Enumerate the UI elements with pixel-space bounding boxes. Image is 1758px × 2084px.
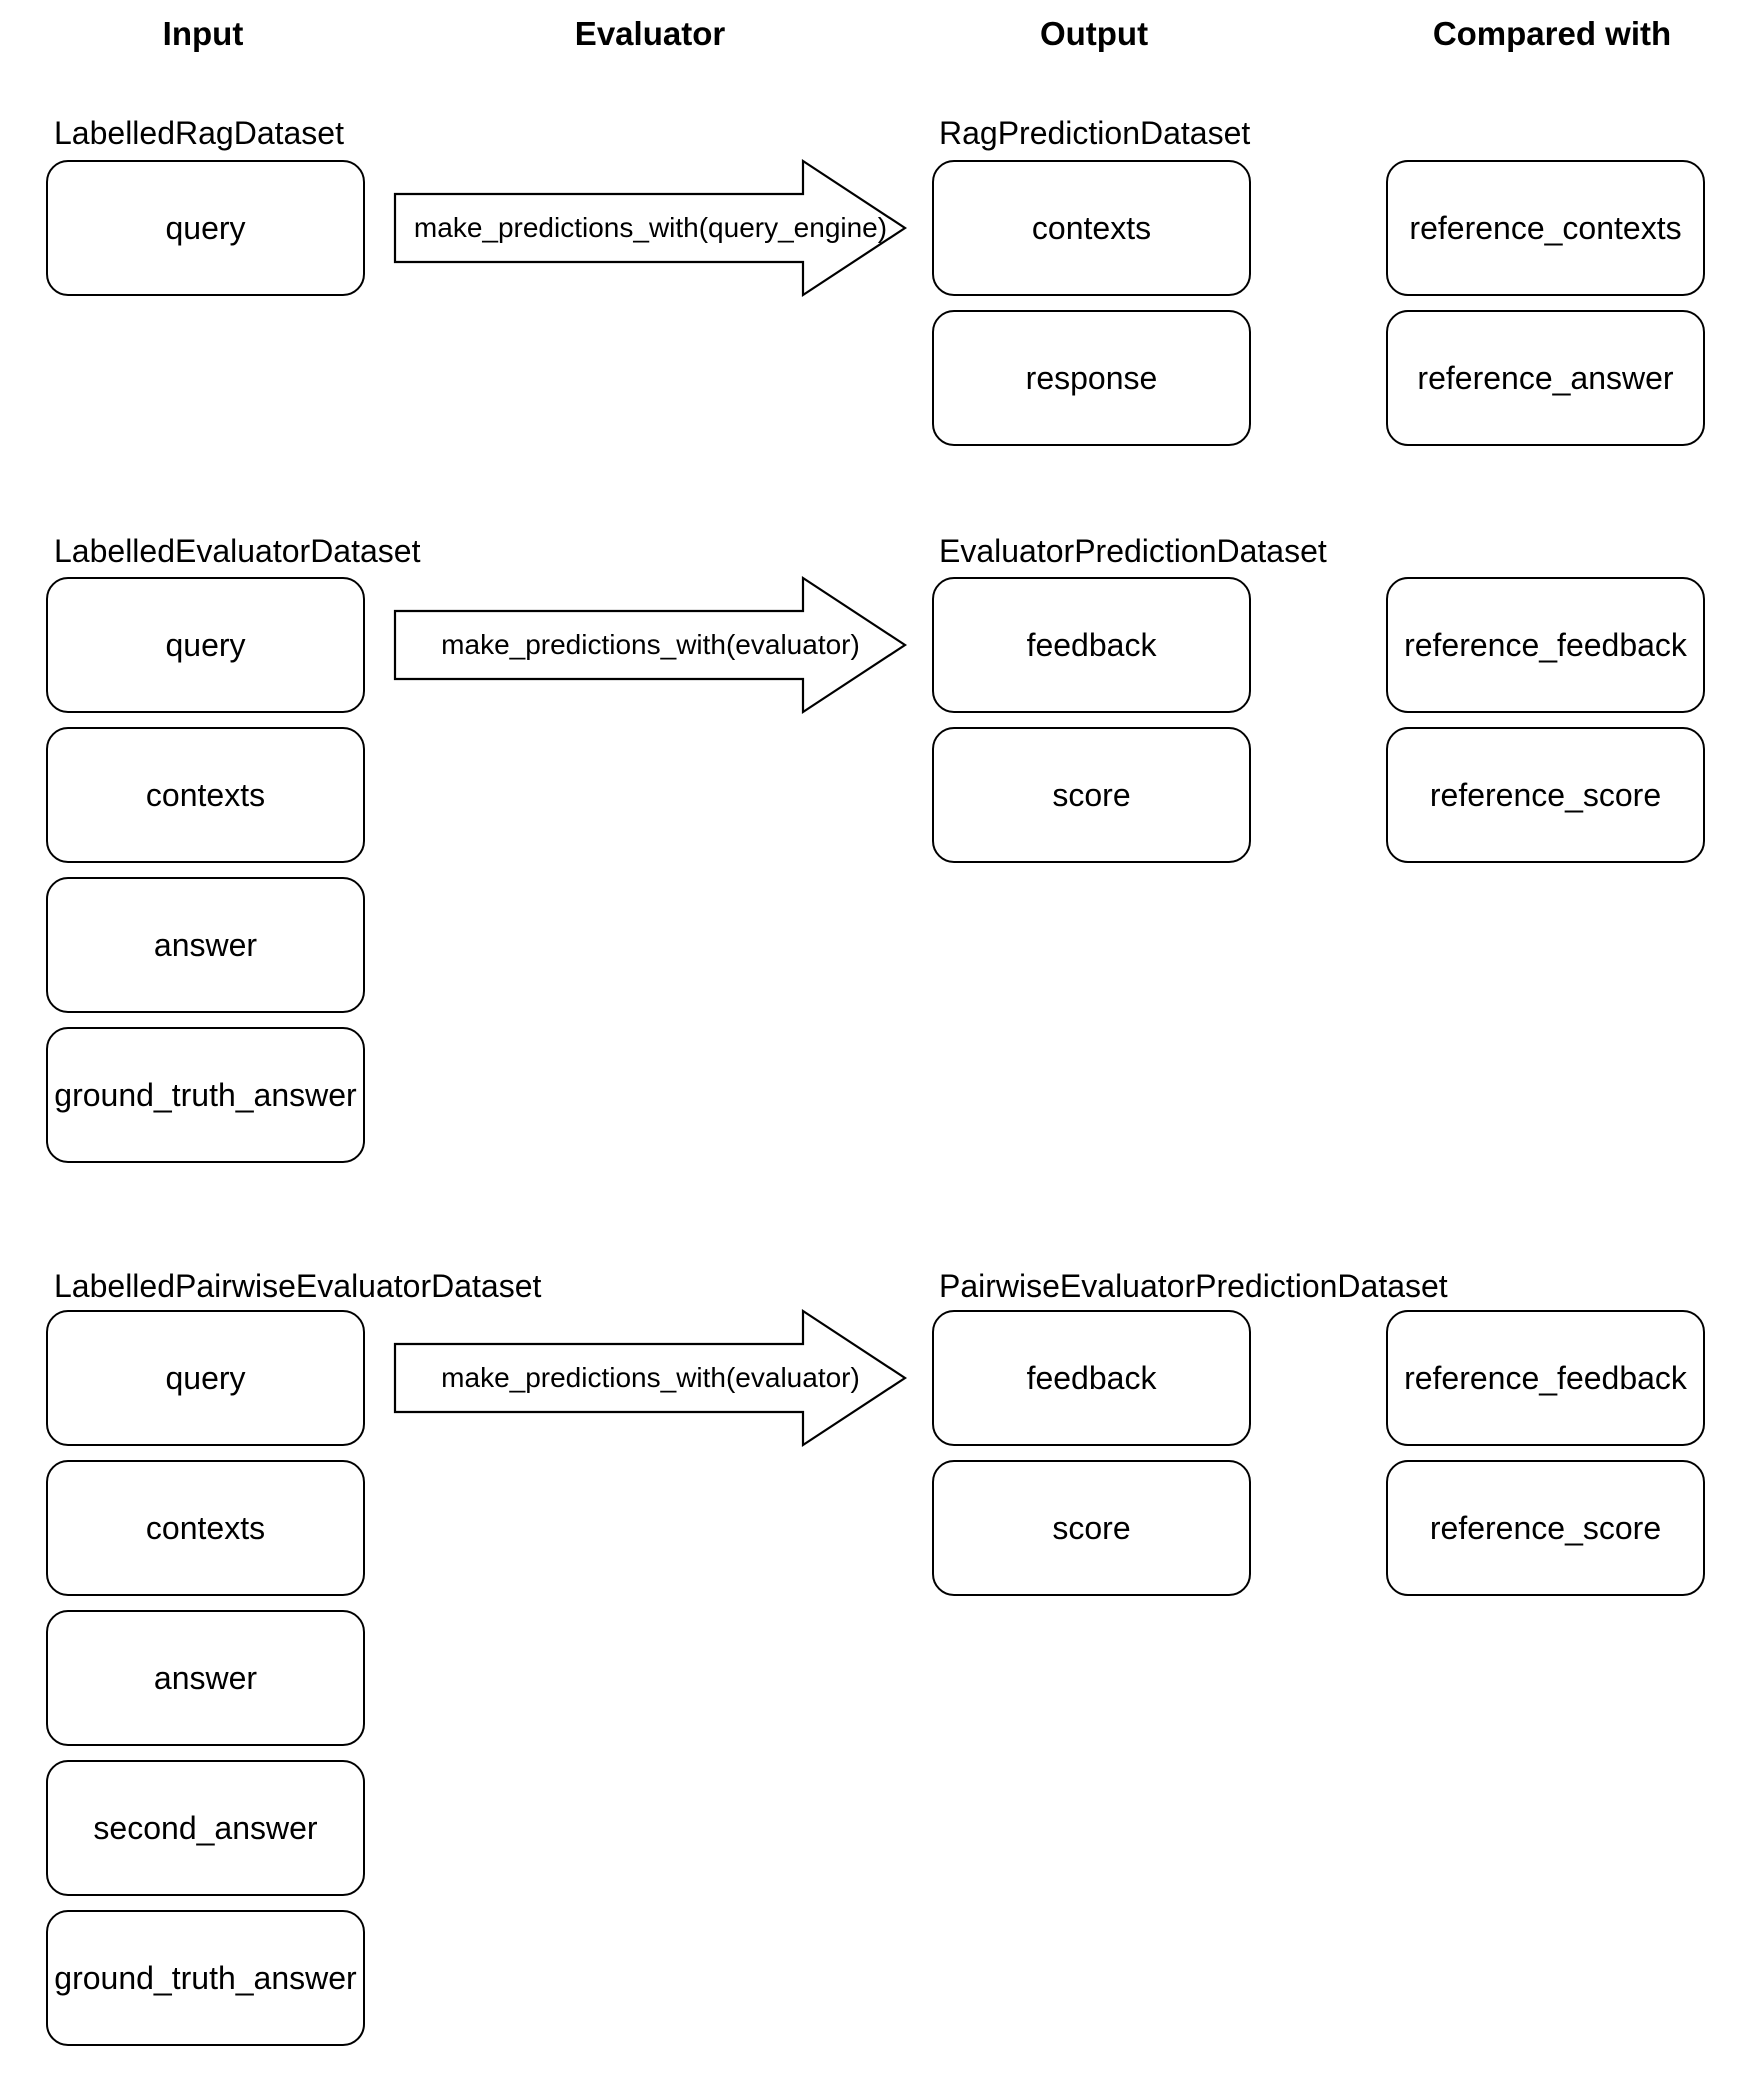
pairwise-box-score: score <box>932 1460 1251 1596</box>
evaluator-box-answer: answer <box>46 877 365 1013</box>
evaluator-box-reference-feedback: reference_feedback <box>1386 577 1705 713</box>
column-header-compared-with: Compared with <box>1432 15 1672 52</box>
rag-box-response: response <box>932 310 1251 446</box>
rag-arrow-label: make_predictions_with(query_engine) <box>413 212 888 243</box>
evaluator-box-feedback: feedback <box>932 577 1251 713</box>
pairwise-box-query: query <box>46 1310 365 1446</box>
pairwise-box-feedback: feedback <box>932 1310 1251 1446</box>
pairwise-box-answer: answer <box>46 1610 365 1746</box>
pairwise-box-reference-feedback: reference_feedback <box>1386 1310 1705 1446</box>
evaluator-box-query: query <box>46 577 365 713</box>
rag-input-dataset-title: LabelledRagDataset <box>54 115 344 151</box>
evaluator-box-score: score <box>932 727 1251 863</box>
evaluator-box-contexts: contexts <box>46 727 365 863</box>
pairwise-box-ground-truth-answer: ground_truth_answer <box>46 1910 365 2046</box>
pairwise-box-reference-score: reference_score <box>1386 1460 1705 1596</box>
column-header-evaluator: Evaluator <box>574 15 726 52</box>
right-block-arrow-icon <box>393 1308 908 1448</box>
evaluator-output-dataset-title: EvaluatorPredictionDataset <box>939 533 1327 569</box>
pairwise-output-dataset-title: PairwiseEvaluatorPredictionDataset <box>939 1268 1448 1304</box>
rag-box-query: query <box>46 160 365 296</box>
evaluator-box-reference-score: reference_score <box>1386 727 1705 863</box>
rag-output-dataset-title: RagPredictionDataset <box>939 115 1251 151</box>
pairwise-box-contexts: contexts <box>46 1460 365 1596</box>
evaluator-box-ground-truth-answer: ground_truth_answer <box>46 1027 365 1163</box>
rag-box-contexts: contexts <box>932 160 1251 296</box>
evaluator-input-dataset-title: LabelledEvaluatorDataset <box>54 533 421 569</box>
rag-box-reference-contexts: reference_contexts <box>1386 160 1705 296</box>
column-header-input: Input <box>162 15 244 52</box>
evaluator-arrow-label: make_predictions_with(evaluator) <box>441 629 860 660</box>
rag-box-reference-answer: reference_answer <box>1386 310 1705 446</box>
column-header-output: Output <box>1039 15 1149 52</box>
pairwise-input-dataset-title: LabelledPairwiseEvaluatorDataset <box>54 1268 542 1304</box>
right-block-arrow-icon <box>393 575 908 715</box>
right-block-arrow-icon <box>393 158 908 298</box>
pairwise-arrow-label: make_predictions_with(evaluator) <box>441 1362 860 1393</box>
pairwise-box-second-answer: second_answer <box>46 1760 365 1896</box>
